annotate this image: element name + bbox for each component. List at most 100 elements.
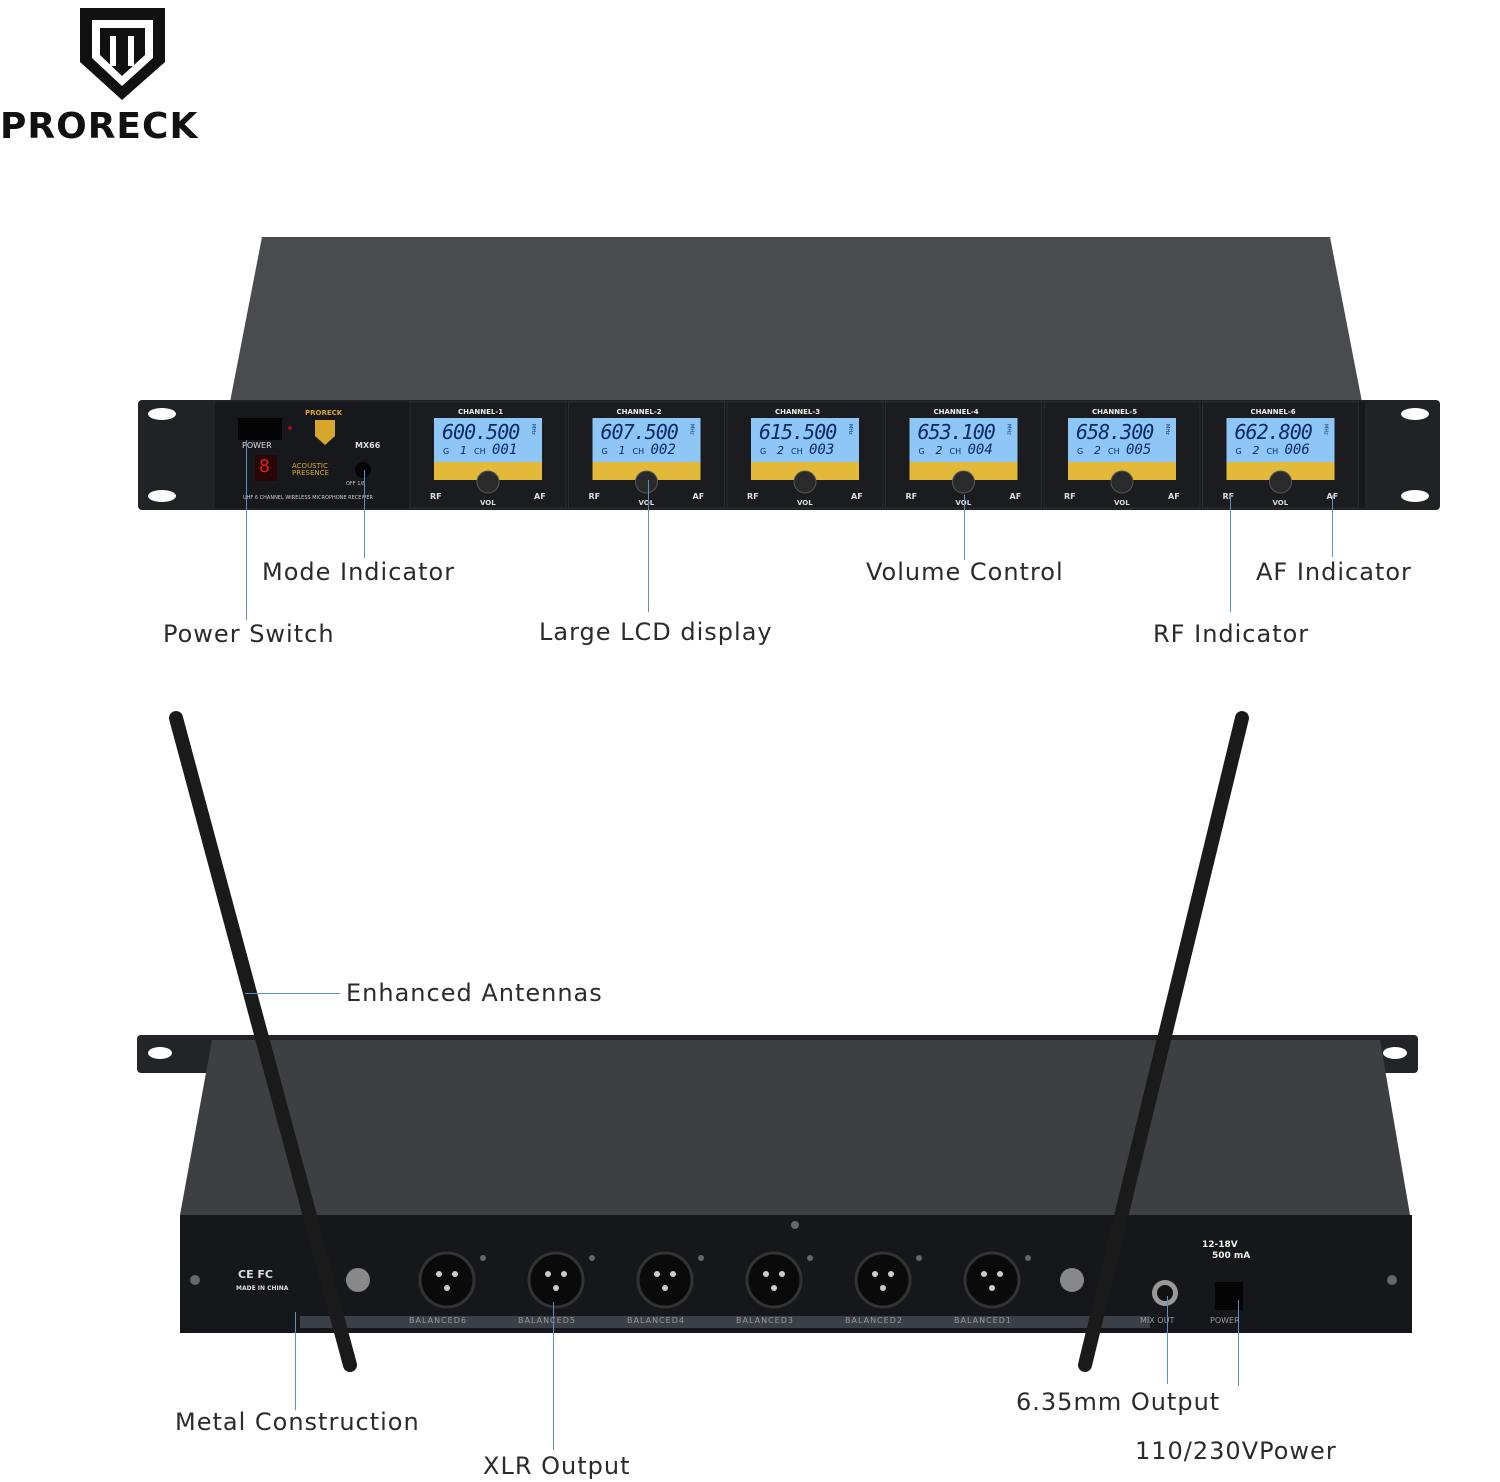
callout-power-switch: Power Switch bbox=[163, 620, 335, 648]
xlr-connector[interactable] bbox=[745, 1251, 803, 1309]
vol-label: VOL bbox=[1114, 499, 1130, 507]
xlr-label: BALANCED6 bbox=[409, 1316, 467, 1325]
channel-name: CHANNEL-4 bbox=[933, 408, 979, 416]
channel-name: CHANNEL-5 bbox=[1092, 408, 1138, 416]
xlr-pin bbox=[662, 1285, 668, 1291]
callout-xlr: XLR Output bbox=[483, 1452, 631, 1480]
xlr-connector[interactable] bbox=[636, 1251, 694, 1309]
current-label: 500 mA bbox=[1212, 1251, 1251, 1261]
xlr-pin bbox=[771, 1285, 777, 1291]
lcd-frequency: 662.800 bbox=[1234, 420, 1313, 444]
lcd-ch-label: CH bbox=[1108, 447, 1120, 456]
lcd-display bbox=[1068, 418, 1176, 462]
lcd-g-label: G bbox=[1235, 447, 1242, 456]
af-indicator: AF bbox=[534, 492, 546, 501]
voltage-label: 12-18V bbox=[1202, 1240, 1238, 1250]
lcd-channel: 002 bbox=[650, 442, 676, 458]
vol-label: VOL bbox=[638, 499, 655, 507]
lcd-ch-label: CH bbox=[632, 447, 645, 456]
volume-knob[interactable] bbox=[476, 470, 500, 494]
xlr-connector[interactable] bbox=[418, 1251, 476, 1309]
volume-knob[interactable] bbox=[635, 470, 658, 494]
callout-rf: RF Indicator bbox=[1153, 620, 1310, 648]
lcd-channel: 004 bbox=[967, 442, 993, 458]
af-indicator: AF bbox=[1009, 492, 1022, 501]
lcd-frequency: 607.500 bbox=[600, 420, 679, 444]
leader-xlr bbox=[553, 1302, 554, 1450]
antenna-left bbox=[169, 711, 357, 1372]
screw bbox=[1025, 1255, 1031, 1261]
xlr-pin bbox=[670, 1271, 676, 1277]
lcd-group: 2 bbox=[1094, 444, 1101, 457]
callout-af: AF Indicator bbox=[1256, 558, 1412, 586]
xlr-label: BALANCED4 bbox=[627, 1316, 685, 1325]
rf-indicator: RF bbox=[747, 492, 759, 501]
lcd-unit: MHz bbox=[1322, 424, 1329, 435]
lcd-channel: 001 bbox=[492, 442, 518, 458]
xlr-pin bbox=[545, 1271, 551, 1277]
xlr-connector[interactable] bbox=[854, 1251, 912, 1309]
leader-af bbox=[1332, 495, 1333, 557]
xlr-connector[interactable] bbox=[527, 1251, 585, 1309]
lcd-group: 2 bbox=[1252, 444, 1260, 457]
af-indicator: AF bbox=[1168, 492, 1180, 501]
lcd-display bbox=[434, 418, 542, 462]
callout-jack: 6.35mm Output bbox=[1016, 1388, 1221, 1416]
callout-antennas: Enhanced Antennas bbox=[346, 979, 603, 1007]
lcd-frequency: 653.100 bbox=[917, 420, 996, 444]
lcd-unit: MHz bbox=[1005, 424, 1012, 435]
model-label: MX66 bbox=[355, 441, 381, 450]
cert-marks: CE FC bbox=[238, 1268, 274, 1281]
xlr-pin bbox=[654, 1271, 660, 1277]
rf-indicator: RF bbox=[430, 492, 442, 501]
lcd-ch-label: CH bbox=[1266, 447, 1279, 456]
xlr-pin bbox=[553, 1285, 559, 1291]
lcd-frequency: 615.500 bbox=[759, 420, 837, 444]
leader-mode bbox=[364, 470, 365, 558]
xlr-pin bbox=[997, 1271, 1003, 1277]
volume-knob[interactable] bbox=[952, 470, 975, 494]
rf-indicator: RF bbox=[588, 492, 601, 501]
mode-indicator-digit: 8 bbox=[259, 456, 270, 477]
rf-indicator: RF bbox=[905, 492, 918, 501]
volume-knob[interactable] bbox=[1269, 470, 1292, 494]
xlr-pin bbox=[561, 1271, 567, 1277]
power-label: POWER bbox=[242, 441, 272, 450]
xlr-pin bbox=[763, 1271, 769, 1277]
lcd-group: 2 bbox=[777, 444, 784, 457]
volume-knob[interactable] bbox=[793, 470, 817, 494]
lcd-unit: MHz bbox=[847, 424, 853, 435]
xlr-label: BALANCED3 bbox=[736, 1316, 794, 1325]
xlr-pin bbox=[888, 1271, 894, 1277]
lcd-display bbox=[592, 418, 701, 462]
af-indicator: AF bbox=[851, 492, 863, 501]
channel-name: CHANNEL-2 bbox=[616, 408, 662, 416]
xlr-pin bbox=[436, 1271, 442, 1277]
made-in-label: MADE IN CHINA bbox=[236, 1285, 289, 1292]
lcd-frequency: 658.300 bbox=[1076, 420, 1154, 444]
vol-label: VOL bbox=[480, 499, 496, 507]
xlr-pin bbox=[872, 1271, 878, 1277]
volume-knob[interactable] bbox=[1110, 470, 1134, 494]
lcd-display bbox=[751, 418, 859, 462]
rf-indicator: RF bbox=[1064, 492, 1076, 501]
vol-label: VOL bbox=[956, 499, 972, 507]
vol-label: VOL bbox=[1272, 499, 1289, 507]
lcd-unit: MHz bbox=[530, 424, 536, 435]
lcd-display bbox=[909, 418, 1018, 462]
leader-power bbox=[246, 440, 247, 620]
leader-rf bbox=[1230, 495, 1231, 612]
screw bbox=[480, 1255, 486, 1261]
xlr-label: BALANCED2 bbox=[845, 1316, 903, 1325]
lcd-g-label: G bbox=[1077, 447, 1084, 456]
brand-logo bbox=[80, 8, 165, 100]
xlr-label: BALANCED1 bbox=[954, 1316, 1012, 1325]
xlr-pin bbox=[444, 1285, 450, 1291]
leader-antennas bbox=[245, 993, 340, 994]
brand-wordmark: PRORECK bbox=[0, 106, 199, 147]
lcd-group: 1 bbox=[618, 444, 626, 457]
lcd-group: 1 bbox=[460, 444, 467, 457]
mix-out-label: MIX OUT bbox=[1140, 1316, 1175, 1325]
xlr-connector[interactable] bbox=[963, 1251, 1021, 1309]
lcd-g-label: G bbox=[601, 447, 608, 456]
